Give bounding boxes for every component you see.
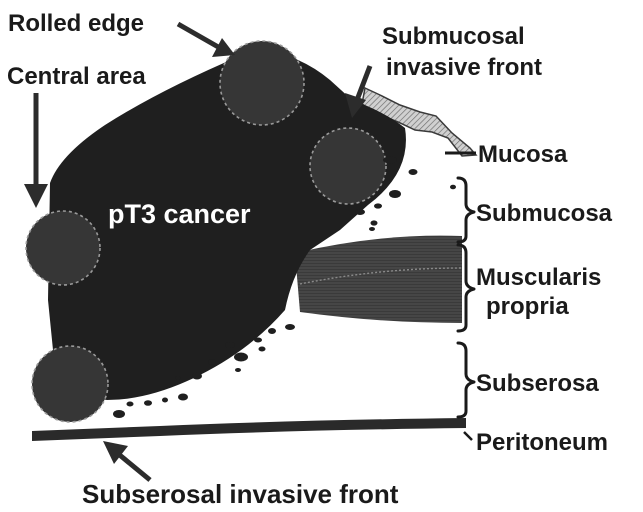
- central-area-circle: [26, 211, 100, 285]
- subserosal-front-label: Subserosal invasive front: [82, 479, 399, 509]
- subserosal-front-circle: [32, 346, 108, 422]
- submucosal-front-label-line2: invasive front: [386, 54, 542, 81]
- central-area-label: Central area: [7, 63, 146, 90]
- submucosal-front-label-line1: Submucosal: [382, 23, 525, 50]
- submucosa-label: Submucosa: [476, 200, 613, 227]
- diagram-title: pT3 cancer: [108, 199, 251, 229]
- muscularis-label-line2: propria: [486, 293, 569, 320]
- peritoneum-line: [32, 418, 466, 441]
- central-area-arrow: [24, 93, 48, 208]
- muscularis-label-line1: Muscularis: [476, 264, 601, 291]
- muscularis-propria-layer: [295, 236, 462, 323]
- subserosa-brace: [458, 343, 474, 417]
- peritoneum-label: Peritoneum: [476, 429, 608, 456]
- peritoneum-pointer: [464, 432, 472, 440]
- subserosal-front-arrow: [103, 441, 150, 480]
- submucosa-brace: [458, 178, 474, 242]
- rolled-edge-label: Rolled edge: [8, 10, 144, 37]
- rolled-edge-arrow: [178, 24, 235, 57]
- submucosal-front-circle: [310, 128, 386, 204]
- mucosa-label: Mucosa: [478, 141, 568, 168]
- subserosa-label: Subserosa: [476, 370, 599, 397]
